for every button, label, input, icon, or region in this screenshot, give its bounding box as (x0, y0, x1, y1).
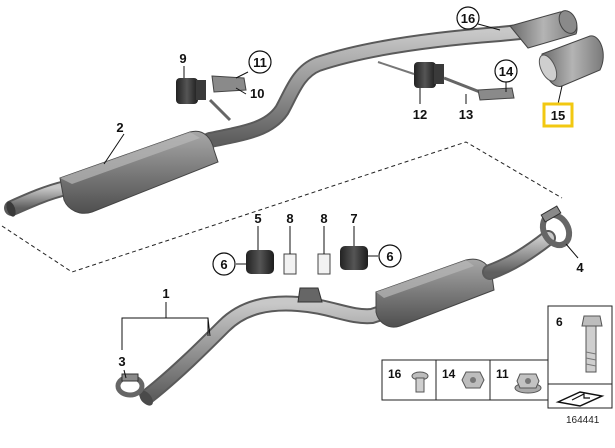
callout-3: 3 (118, 354, 125, 369)
legend-label-14: 14 (442, 367, 456, 381)
callout-9: 9 (179, 51, 186, 66)
screw-icon (411, 371, 429, 393)
rear-inlet-opening (6, 201, 16, 217)
fastener-legend: 6 16 14 11 (381, 305, 613, 409)
callout-7: 7 (350, 211, 357, 226)
tailpipe-trim (538, 35, 604, 87)
callout-2: 2 (116, 120, 123, 135)
clamp-3 (115, 373, 145, 398)
callout-11: 11 (253, 55, 267, 70)
nut-icon (461, 371, 485, 389)
catalog-arrow-icon (555, 391, 605, 407)
callout-13: 13 (459, 107, 473, 122)
bracket-13 (443, 76, 515, 101)
rear-silencer-assembly (4, 10, 578, 217)
callout-12: 12 (413, 107, 427, 122)
legend-label-11: 11 (496, 367, 509, 381)
clamp-4 (539, 205, 573, 249)
rubber-mount-12 (377, 61, 444, 88)
callout-8-right: 8 (320, 211, 327, 226)
bolt-icon (581, 315, 603, 373)
callout-4: 4 (576, 260, 584, 275)
callout-6-left: 6 (220, 257, 227, 272)
callout-6-right: 6 (386, 249, 393, 264)
callout-8-left: 8 (286, 211, 293, 226)
callout-5: 5 (254, 211, 261, 226)
bracket-10 (208, 75, 247, 122)
rubber-mount-5 (246, 250, 274, 274)
diagram-code: 164441 (566, 415, 600, 426)
callout-14: 14 (499, 64, 514, 79)
rubber-mount-7 (340, 246, 368, 270)
washer-8-right (317, 253, 331, 275)
callout-1: 1 (162, 286, 169, 301)
middle-muffler-body (375, 258, 495, 328)
rubber-mount-9 (176, 78, 206, 104)
legend-label-16: 16 (388, 367, 402, 381)
legend-label-6: 6 (556, 315, 563, 329)
front-pipe-assembly (139, 230, 556, 406)
callout-15: 15 (551, 108, 565, 123)
rear-muffler-body (59, 130, 219, 214)
callout-10: 10 (250, 86, 264, 101)
washer-8-left (283, 253, 297, 275)
highlight-box-15 (542, 102, 574, 128)
flange-nut-icon (514, 373, 542, 394)
dashed-boundary (1, 141, 563, 273)
callout-16: 16 (461, 11, 475, 26)
